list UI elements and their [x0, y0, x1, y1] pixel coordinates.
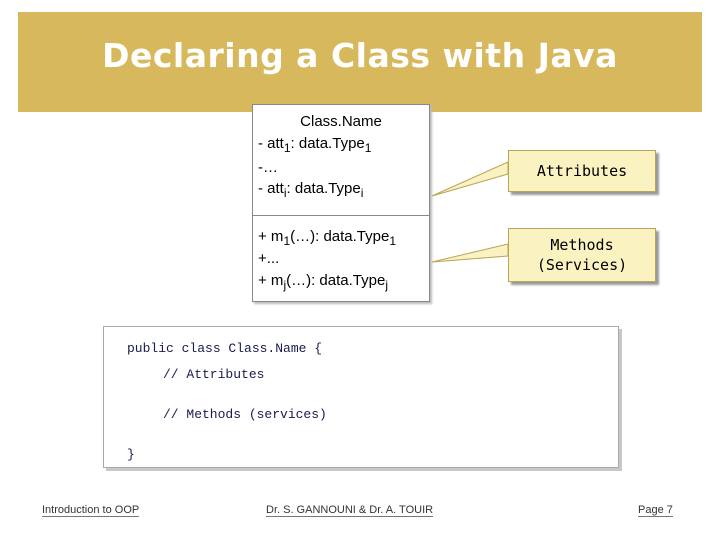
code-line-attributes-comment: // Attributes: [163, 367, 265, 382]
methods-callout-line1: Methods: [550, 236, 614, 254]
code-snippet-box: public class Class.Name { // Attributes …: [103, 326, 619, 468]
slide-title: Declaring a Class with Java: [102, 36, 618, 75]
uml-attribute-1: - att1: data.Type1: [258, 135, 372, 155]
uml-attribute-i: - atti: data.Typei: [258, 180, 364, 200]
uml-method-1: + m1(…): data.Type1: [258, 228, 397, 248]
code-line-closing-brace: }: [127, 447, 135, 462]
code-line-methods-comment: // Methods (services): [163, 407, 327, 422]
code-line-class-declaration: public class Class.Name {: [127, 341, 323, 356]
uml-class-name: Class.Name: [300, 113, 382, 130]
uml-attributes-section: Class.Name - att1: data.Type1 -… - atti:…: [253, 105, 429, 216]
footer-authors: Dr. S. GANNOUNI & Dr. A. TOUIR: [266, 504, 434, 517]
attributes-connector: [431, 161, 509, 197]
title-bar: Declaring a Class with Java: [18, 12, 702, 112]
attributes-callout: Attributes: [508, 150, 656, 192]
uml-class-diagram: Class.Name - att1: data.Type1 -… - atti:…: [252, 104, 430, 302]
methods-callout-line2: (Services): [536, 256, 628, 274]
attributes-callout-label: Attributes: [536, 162, 628, 180]
methods-connector: [431, 243, 509, 263]
uml-methods-section: + m1(…): data.Type1 +... + mj(…): data.T…: [253, 216, 429, 301]
footer-page-number: Page 7: [638, 504, 673, 517]
uml-attribute-ellipsis: -…: [258, 159, 278, 176]
uml-method-ellipsis: +...: [258, 250, 280, 267]
methods-callout: Methods (Services): [508, 228, 656, 282]
uml-method-j: + mj(…): data.Typej: [258, 272, 388, 292]
footer-course-title: Introduction to OOP: [42, 504, 140, 517]
